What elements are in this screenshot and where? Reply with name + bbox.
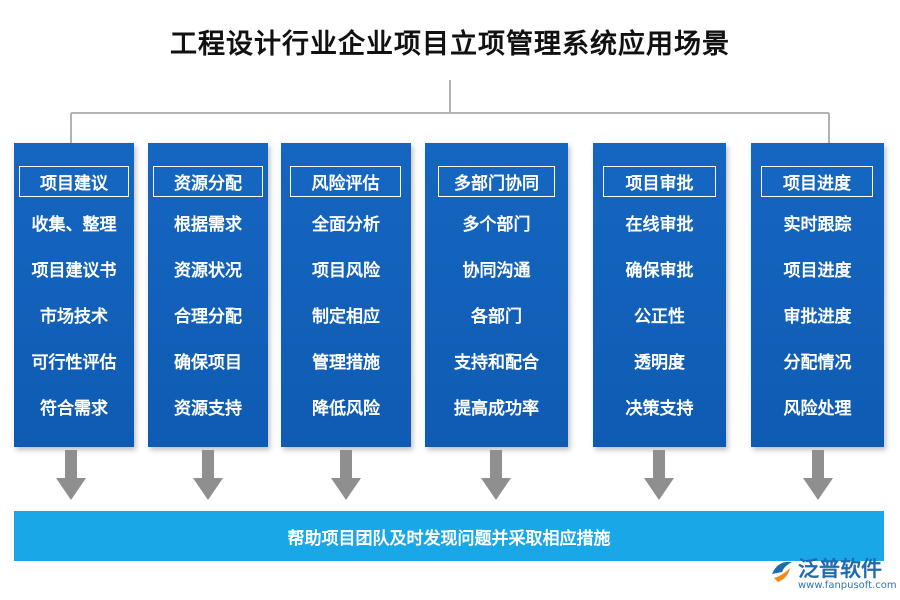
column-item: 项目建议书 xyxy=(31,261,117,281)
column-item: 项目进度 xyxy=(783,261,852,281)
logo-url: www.fanpusoft.com xyxy=(798,580,897,591)
column-resource-allocation: 资源分配 根据需求 资源状况 合理分配 确保项目 资源支持 xyxy=(148,143,268,447)
column-item: 确保项目 xyxy=(174,353,242,373)
column-item: 市场技术 xyxy=(40,307,108,327)
column-item: 在线审批 xyxy=(625,215,694,235)
column-item: 实时跟踪 xyxy=(783,215,852,235)
column-item: 项目风险 xyxy=(312,261,380,281)
column-item: 制定相应 xyxy=(312,307,380,327)
connector-tree xyxy=(70,80,830,143)
down-arrow-icon xyxy=(481,450,511,500)
column-item: 审批进度 xyxy=(783,307,852,327)
column-header: 项目建议 xyxy=(19,166,129,197)
column-item: 多个部门 xyxy=(462,215,531,235)
down-arrow-icon xyxy=(56,450,86,500)
column-item: 全面分析 xyxy=(312,215,380,235)
column-header: 项目进度 xyxy=(761,166,873,197)
down-arrow-icon xyxy=(331,450,361,500)
page-title: 工程设计行业企业项目立项管理系统应用场景 xyxy=(170,29,730,60)
column-header: 多部门协同 xyxy=(438,166,555,197)
column-item: 符合需求 xyxy=(40,399,108,419)
column-item: 协同沟通 xyxy=(462,261,531,281)
fanpu-logo: 泛普软件 www.fanpusoft.com xyxy=(768,552,897,598)
column-item: 合理分配 xyxy=(174,307,242,327)
column-item: 分配情况 xyxy=(783,353,852,373)
column-project-proposal: 项目建议 收集、整理 项目建议书 市场技术 可行性评估 符合需求 xyxy=(14,143,134,447)
column-project-progress: 项目进度 实时跟踪 项目进度 审批进度 分配情况 风险处理 xyxy=(751,143,884,447)
column-item: 透明度 xyxy=(634,353,685,373)
down-arrow-icon xyxy=(803,450,833,500)
column-item: 确保审批 xyxy=(625,261,694,281)
column-item: 资源状况 xyxy=(174,261,242,281)
column-item: 资源支持 xyxy=(174,399,242,419)
logo-name: 泛普软件 xyxy=(798,557,882,581)
down-arrow-icon xyxy=(644,450,674,500)
column-risk-assessment: 风险评估 全面分析 项目风险 制定相应 管理措施 降低风险 xyxy=(281,143,411,447)
column-item: 公正性 xyxy=(634,307,685,327)
column-item: 收集、整理 xyxy=(31,215,117,235)
column-item: 可行性评估 xyxy=(31,353,117,373)
column-header: 资源分配 xyxy=(153,166,263,197)
column-item: 提高成功率 xyxy=(454,399,539,419)
column-item: 支持和配合 xyxy=(454,353,539,373)
column-cross-department: 多部门协同 多个部门 协同沟通 各部门 支持和配合 提高成功率 xyxy=(425,143,568,447)
column-item: 降低风险 xyxy=(312,399,380,419)
column-item: 根据需求 xyxy=(174,215,242,235)
fanpu-logo-icon xyxy=(772,561,792,582)
column-item: 风险处理 xyxy=(783,399,852,419)
column-header: 风险评估 xyxy=(290,166,401,197)
column-item: 管理措施 xyxy=(312,353,380,373)
column-project-approval: 项目审批 在线审批 确保审批 公正性 透明度 决策支持 xyxy=(593,143,726,447)
column-item: 各部门 xyxy=(471,307,522,327)
summary-banner: 帮助项目团队及时发现问题并采取相应措施 xyxy=(14,511,884,561)
column-header: 项目审批 xyxy=(603,166,716,197)
column-item: 决策支持 xyxy=(625,399,694,419)
down-arrow-icon xyxy=(193,450,223,500)
